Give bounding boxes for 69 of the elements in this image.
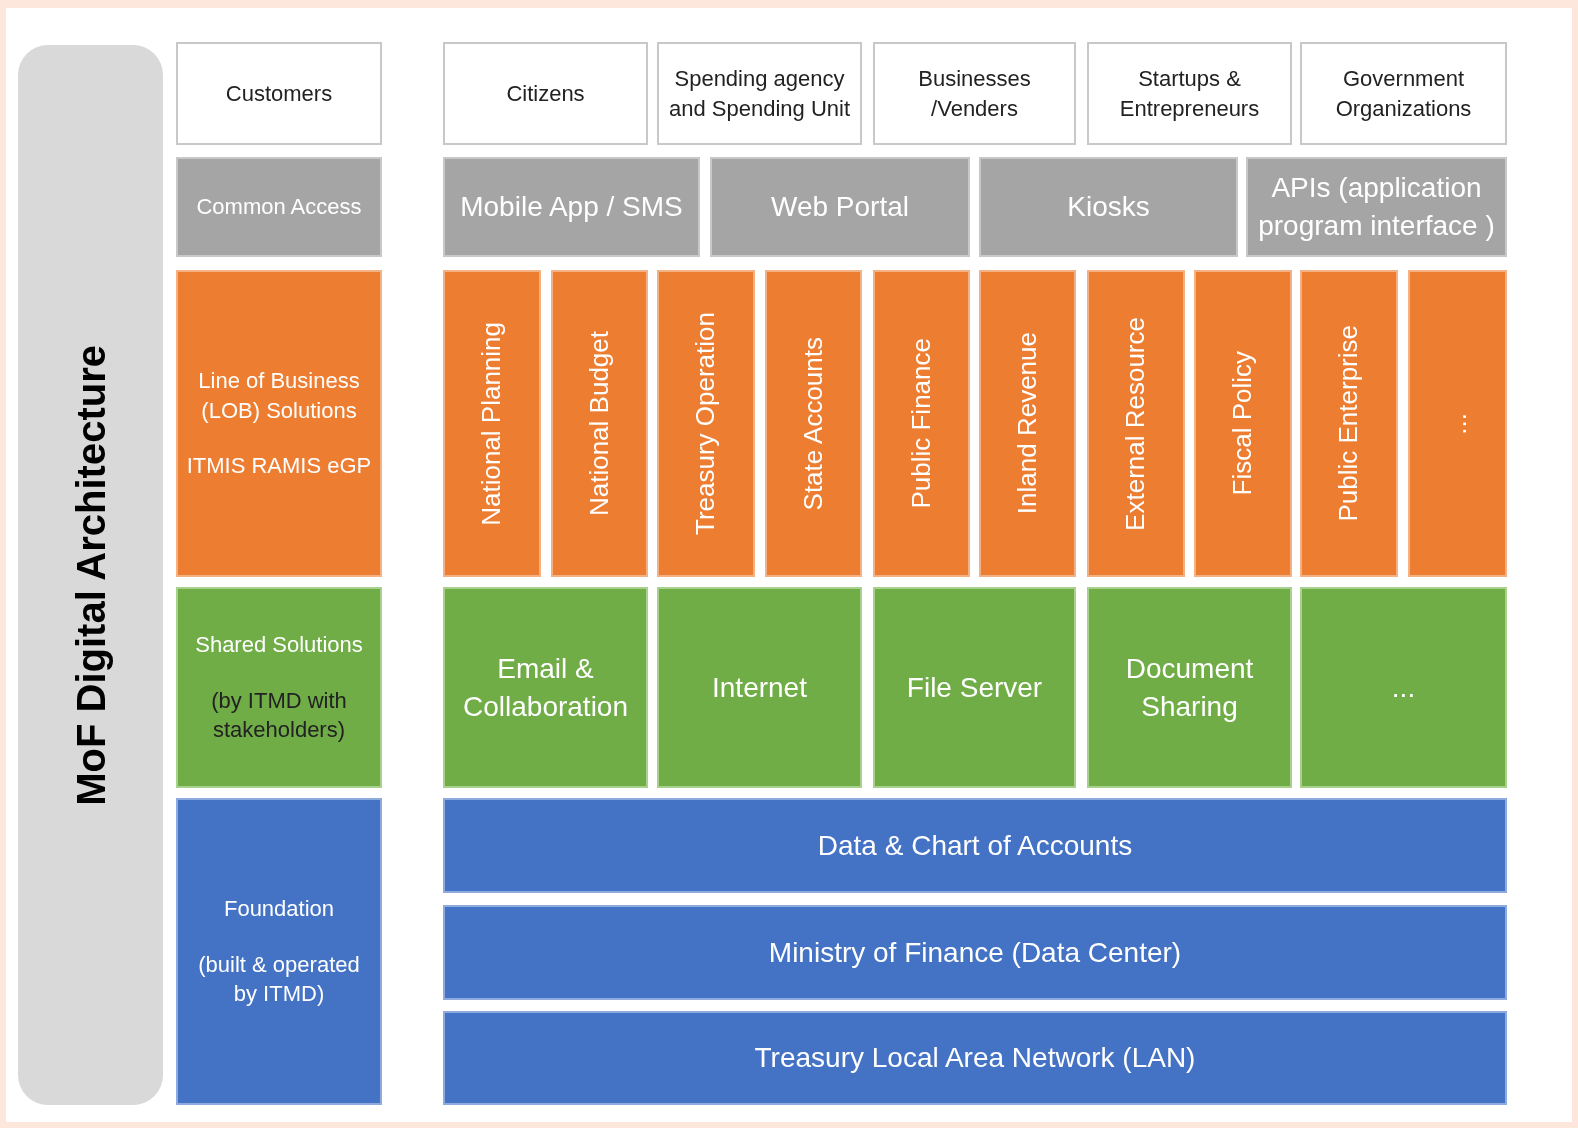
box-label: Citizens <box>506 79 585 108</box>
solution-box <box>1408 270 1507 577</box>
box-label: Web Portal <box>771 190 909 225</box>
solution-box <box>1087 270 1185 577</box>
box-label: National Budget <box>582 331 615 516</box>
foundation-bar <box>443 905 1507 1000</box>
box-label: State Accounts <box>796 336 829 511</box>
access-channel-box <box>1246 157 1507 257</box>
customer-box <box>443 42 648 145</box>
box-label: Email & Collaboration <box>462 651 629 724</box>
solution-box <box>1194 270 1292 577</box>
box-label: Treasury Local Area Network (LAN) <box>754 1041 1196 1076</box>
layer-header-box <box>176 157 382 257</box>
access-channel-box <box>710 157 970 257</box>
layer-header-box <box>176 270 382 577</box>
access-channel-box <box>443 157 700 257</box>
foundation-bar <box>443 798 1507 893</box>
box-label: Mobile App / SMS <box>460 190 683 225</box>
box-label: Data & Chart of Accounts <box>817 828 1133 863</box>
box-label: Kiosks <box>1067 190 1150 225</box>
title: MoF Digital Architecture <box>67 344 114 806</box>
box-label: Internet <box>712 670 807 705</box>
shared-service-box <box>873 587 1076 788</box>
box-subtitle: ITMIS RAMIS eGP <box>186 452 372 481</box>
access-channel-box <box>979 157 1238 257</box>
shared-service-box <box>1087 587 1292 788</box>
solution-box <box>657 270 755 577</box>
solution-box <box>765 270 862 577</box>
customer-box <box>657 42 862 145</box>
box-label: Government Organizations <box>1334 64 1473 123</box>
box-label: Foundation <box>223 894 335 923</box>
box-label: ... <box>1391 670 1416 705</box>
box-label: APIs (application program interface ) <box>1257 171 1496 243</box>
customer-box <box>873 42 1076 145</box>
box-label: Treasury Operation <box>689 312 722 535</box>
shared-service-box <box>1300 587 1507 788</box>
box-label: National Planning <box>475 321 508 526</box>
box-label: Fiscal Policy <box>1226 351 1259 496</box>
solution-box <box>979 270 1076 577</box>
box-label: Document Sharing <box>1124 651 1255 724</box>
box-label: Customers <box>225 79 333 108</box>
box-label: Public Enterprise <box>1332 325 1365 522</box>
box-label: Startups & Entrepreneurs <box>1118 64 1261 123</box>
box-label: ... <box>1440 412 1473 435</box>
box-label: Ministry of Finance (Data Center) <box>768 935 1182 970</box>
box-label: Businesses /Venders <box>917 64 1032 123</box>
box-label: Shared Solutions <box>195 630 363 659</box>
box-label: Inland Revenue <box>1010 332 1043 515</box>
customer-box <box>1087 42 1292 145</box>
box-label: Spending agency and Spending Unit <box>668 64 851 123</box>
solution-box <box>1300 270 1398 577</box>
box-label: File Server <box>906 670 1043 705</box>
box-subtitle: (by ITMD with stakeholders) <box>210 686 348 745</box>
shared-service-box <box>657 587 862 788</box>
box-label: External Resource <box>1119 316 1152 531</box>
box-label: Line of Business (LOB) Solutions <box>197 366 361 425</box>
title-band <box>18 45 163 1105</box>
solution-box <box>551 270 648 577</box>
customer-box <box>1300 42 1507 145</box>
layer-header-box <box>176 798 382 1105</box>
foundation-bar <box>443 1011 1507 1105</box>
solution-box <box>443 270 541 577</box>
layer-header-box <box>176 587 382 788</box>
shared-service-box <box>443 587 648 788</box>
box-label: Public Finance <box>904 338 937 509</box>
customer-box <box>176 42 382 145</box>
solution-box <box>873 270 970 577</box>
box-label: Common Access <box>196 193 362 222</box>
box-subtitle: (built & operated by ITMD) <box>197 950 361 1009</box>
